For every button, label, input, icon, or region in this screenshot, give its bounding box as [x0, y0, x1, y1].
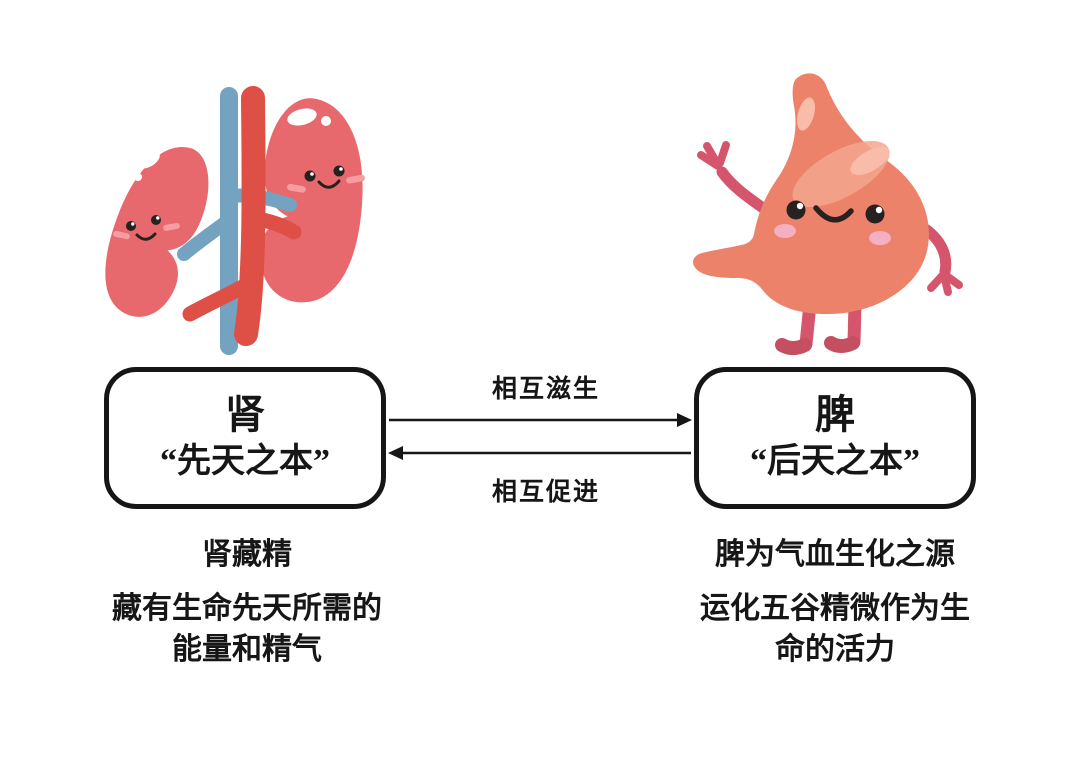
renal-artery-branch-left — [182, 275, 258, 322]
blush-cheek — [113, 230, 130, 240]
kidney-shine-dot — [134, 173, 142, 181]
finger — [927, 271, 947, 292]
spleen-description-line: 脾为气血生化之源 — [715, 538, 955, 571]
eye-shine — [796, 202, 804, 210]
kidney-description: 肾藏精 藏有生命先天所需的 能量和精气 — [47, 534, 447, 670]
blush-cheek — [287, 183, 306, 193]
blush-cheek — [346, 174, 365, 184]
eye — [786, 200, 806, 220]
kidney-description-line: 能量和精气 — [172, 633, 322, 666]
right-foot — [824, 336, 860, 353]
spleen-stomach-illustration — [693, 73, 963, 355]
eye — [333, 165, 345, 177]
spleen-description-line: 命的活力 — [775, 633, 895, 666]
spleen-box-subtitle: “后天之本” — [750, 442, 920, 480]
kidney-box-title: 肾 — [225, 391, 265, 437]
kidney-shine-spot — [287, 108, 317, 126]
blush-cheek — [869, 231, 891, 245]
renal-vein-branch-left — [177, 213, 236, 261]
kidney-shine-dot — [321, 116, 331, 126]
kidney-box-subtitle: “先天之本” — [160, 442, 330, 480]
spleen-box-title: 脾 — [815, 391, 855, 437]
spleen-box: 脾 “后天之本” — [694, 367, 976, 509]
top-arrow-label: 相互滋生 — [491, 376, 600, 403]
blush-cheek — [163, 222, 180, 231]
right-hand — [927, 270, 963, 296]
relation-arrows — [388, 413, 692, 460]
bottom-arrow-label: 相互促进 — [491, 479, 600, 506]
stomach-face — [774, 200, 891, 245]
stomach-limbs — [697, 141, 963, 355]
eye — [865, 204, 885, 224]
eye-shine — [310, 172, 314, 176]
finger — [716, 141, 730, 167]
renal-artery-branch-right — [244, 210, 302, 240]
bright-highlight — [850, 147, 890, 175]
eye — [126, 221, 136, 231]
esophagus-highlight — [796, 97, 816, 131]
eye — [151, 215, 161, 225]
left-foot — [775, 338, 812, 355]
renal-artery — [234, 86, 266, 346]
smile-mouth — [135, 232, 157, 241]
arrow-left-icon — [388, 446, 691, 460]
eye-shine — [875, 206, 883, 214]
finger — [703, 142, 722, 169]
renal-vessels — [177, 86, 302, 355]
eye-shine — [131, 222, 135, 226]
stomach-highlights — [792, 97, 890, 208]
smile-mouth — [813, 205, 854, 223]
eye-shine — [156, 216, 160, 220]
eye-shine — [339, 167, 343, 171]
left-kidney-face — [113, 151, 180, 241]
spleen-description: 脾为气血生化之源 运化五谷精微作为生 命的活力 — [635, 534, 1035, 670]
kidney-description-line: 肾藏精 — [202, 538, 292, 571]
arrow-right-icon — [389, 413, 692, 427]
spleen-description-line: 运化五谷精微作为生 — [700, 592, 970, 625]
kidneys-illustration — [92, 86, 365, 355]
smile-mouth — [317, 179, 341, 189]
right-kidney-face — [287, 108, 365, 193]
kidney-shine-spot — [138, 151, 160, 169]
right-arm — [921, 224, 952, 278]
kidney-box: 肾 “先天之本” — [104, 367, 386, 509]
kidney-description-line: 藏有生命先天所需的 — [112, 592, 382, 625]
left-arm — [716, 166, 769, 214]
eye — [304, 170, 316, 182]
blush-cheek — [774, 224, 796, 238]
left-hand — [697, 141, 730, 170]
